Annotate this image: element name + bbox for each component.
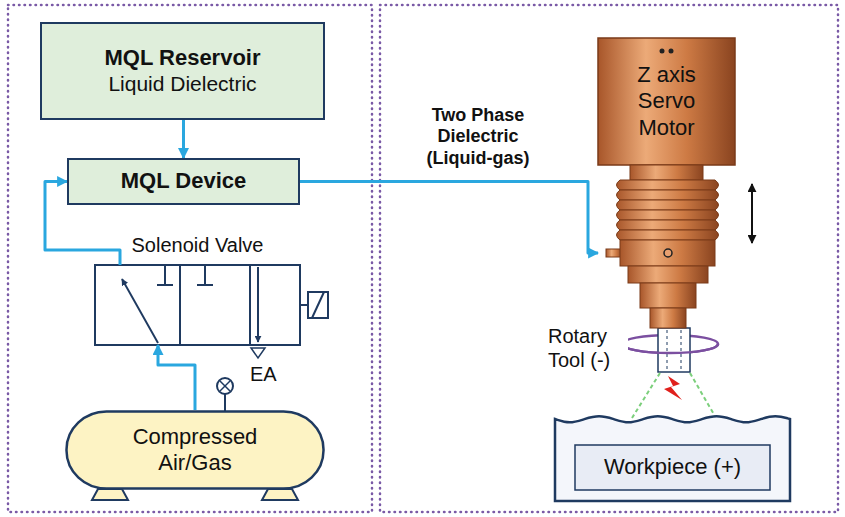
- panel-border: [8, 5, 372, 512]
- node-title: Z axis Servo Motor: [621, 62, 713, 141]
- node-title: Solenoid Valve: [132, 233, 264, 257]
- device-box: MQL Device: [67, 158, 300, 205]
- tank-legs: [92, 489, 298, 500]
- tool-label: Rotary Tool (-): [548, 324, 628, 372]
- servo-motor: Z axis Servo Motor: [598, 38, 735, 328]
- node-body: Liquid Dielectric: [108, 71, 256, 96]
- dielectric-line: [158, 345, 195, 410]
- node-title: Workpiece (+): [604, 454, 741, 480]
- edge-label: Two Phase Dielectric (Liquid-gas): [408, 105, 548, 170]
- exhaust-label: EA: [250, 362, 290, 386]
- workpiece: Workpiece (+): [555, 410, 790, 502]
- reservoir-box: MQL ReservoirLiquid Dielectric: [40, 22, 325, 120]
- node-title: MQL Reservoir: [104, 45, 260, 71]
- node-title: MQL Device: [121, 168, 247, 194]
- node-title: Compressed Air/Gas: [125, 424, 265, 477]
- rotation-arrow: [622, 344, 718, 353]
- dielectric-line: [300, 182, 598, 254]
- air-tank: Compressed Air/Gas: [65, 410, 325, 490]
- spray-cone: [690, 373, 716, 418]
- spark: [664, 376, 682, 400]
- rotary-tool: [658, 328, 690, 372]
- valve-symbol: [95, 265, 328, 358]
- pressure-gauge: [217, 378, 233, 411]
- spray-cone: [632, 373, 660, 418]
- solenoid-valve: Solenoid Valve: [95, 226, 300, 345]
- panel-border: [380, 5, 838, 512]
- dielectric-line: [182, 120, 185, 158]
- z-motion-arrow: [751, 184, 753, 243]
